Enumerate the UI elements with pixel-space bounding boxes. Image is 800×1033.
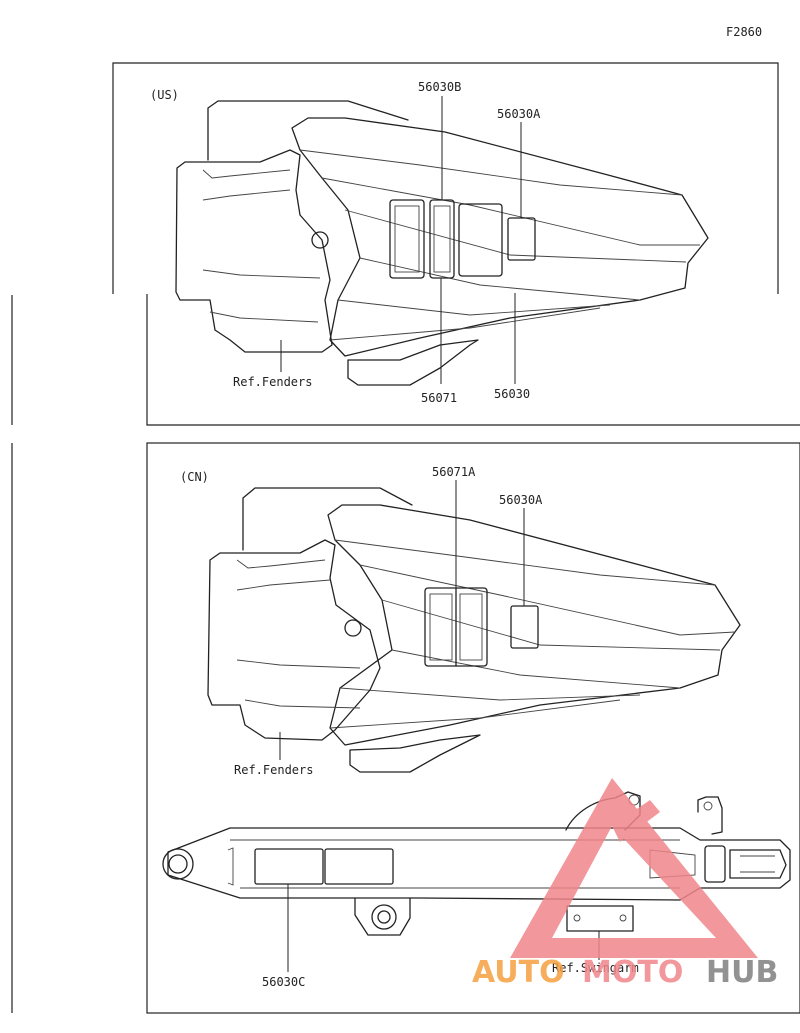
watermark-moto-text: MOTO <box>582 955 683 990</box>
us-label-56071: 56071 <box>421 391 457 405</box>
us-section: (US) <box>11 62 800 426</box>
cn-swingarm-drawing <box>162 791 791 936</box>
cn-section-title: (CN) <box>180 470 209 484</box>
us-label-56030B: 56030B <box>418 80 461 94</box>
cn-rear-fender-drawing <box>207 487 741 773</box>
us-section-frame <box>112 62 779 294</box>
us-label-56030A: 56030A <box>497 107 541 121</box>
watermark-logo: AUTO MOTO HUB <box>472 778 778 990</box>
us-label-ref-fenders: Ref.Fenders <box>233 375 312 389</box>
cn-section: (CN) <box>11 442 800 1014</box>
watermark-auto-text: AUTO <box>472 955 565 990</box>
watermark-triangle-icon <box>510 778 758 958</box>
us-section-title: (US) <box>150 88 179 102</box>
cn-label-ref-fenders: Ref.Fenders <box>234 763 313 777</box>
cn-label-ref-swingarm: Ref.Swingarm <box>552 961 639 975</box>
us-label-56030: 56030 <box>494 387 530 401</box>
watermark-hub-text: HUB <box>706 955 778 990</box>
cn-label-56030A: 56030A <box>499 493 543 507</box>
cn-label-56030C: 56030C <box>262 975 305 989</box>
cn-label-56071A: 56071A <box>432 465 476 479</box>
us-section-frame-lower <box>146 294 800 426</box>
cn-section-frame <box>146 442 800 1014</box>
figure-code: F2860 <box>726 25 762 39</box>
us-rear-fender-drawing <box>175 100 709 386</box>
